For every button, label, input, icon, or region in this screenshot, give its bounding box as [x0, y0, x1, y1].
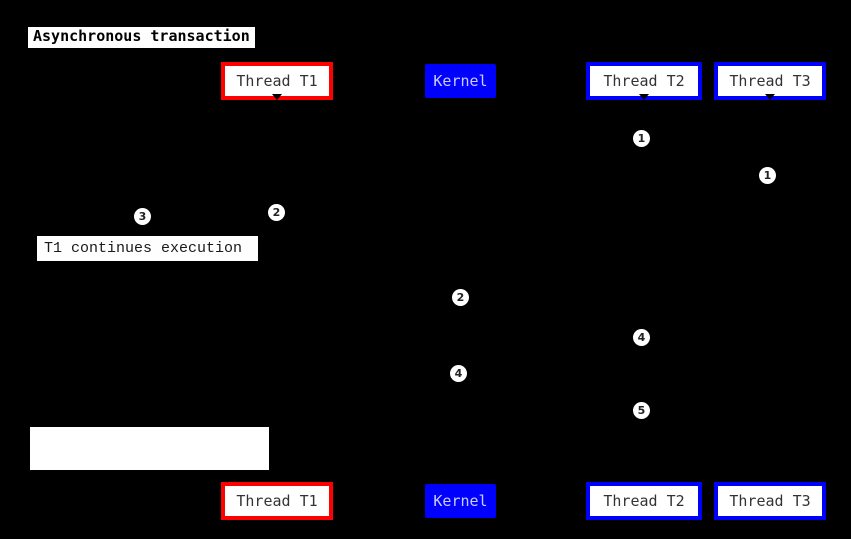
lifeline-arrowhead-t3: [764, 476, 776, 484]
participant-kernel-top: Kernel: [425, 64, 496, 98]
participant-kernel-bottom: Kernel: [425, 484, 496, 518]
note-t1-continues-execution: T1 continues execution: [37, 236, 258, 261]
sequence-marker-2-kernel: 2: [452, 289, 469, 306]
sequence-marker-4-kernel: 4: [450, 365, 467, 382]
participant-thread-t3-top: Thread T3: [714, 62, 826, 100]
lifeline-notch-t2: [639, 94, 649, 100]
lifeline-arrowhead-t2: [638, 476, 650, 484]
lifeline-notch-t3: [765, 94, 775, 100]
participant-thread-t1-bottom: Thread T1: [221, 482, 333, 520]
diagram-title: Asynchronous transaction: [28, 27, 255, 48]
lifeline-arrowhead-t1: [271, 476, 283, 484]
sequence-marker-3: 3: [134, 208, 151, 225]
sequence-marker-1-t3: 1: [759, 167, 776, 184]
sequence-marker-2-t1: 2: [268, 204, 285, 221]
lifeline-notch-t1: [272, 94, 282, 100]
sequence-marker-4-t2: 4: [633, 329, 650, 346]
participant-thread-t3-bottom: Thread T3: [714, 482, 826, 520]
sequence-marker-5-t2: 5: [633, 402, 650, 419]
participant-thread-t2-bottom: Thread T2: [586, 482, 702, 520]
sequence-marker-1-t2: 1: [633, 130, 650, 147]
note-empty: [30, 427, 269, 470]
